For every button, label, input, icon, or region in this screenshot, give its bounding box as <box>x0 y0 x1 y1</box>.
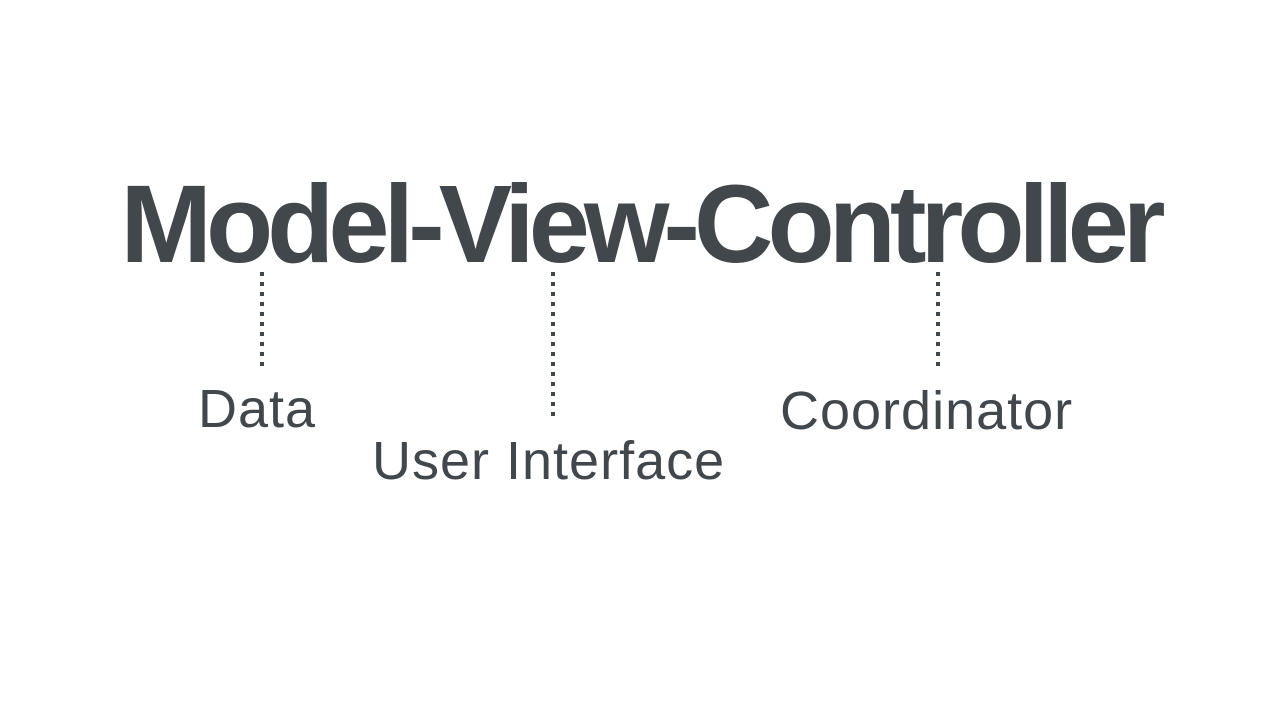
model-dotted-connector-line <box>260 272 264 368</box>
controller-dotted-connector-line <box>936 272 940 370</box>
controller-annotation-label: Coordinator <box>780 381 1074 441</box>
model-annotation-label: Data <box>198 379 317 439</box>
view-dotted-connector-line <box>551 272 555 418</box>
diagram-title: Model-View-Controller <box>120 163 1165 286</box>
view-annotation-label: User Interface <box>372 431 726 491</box>
